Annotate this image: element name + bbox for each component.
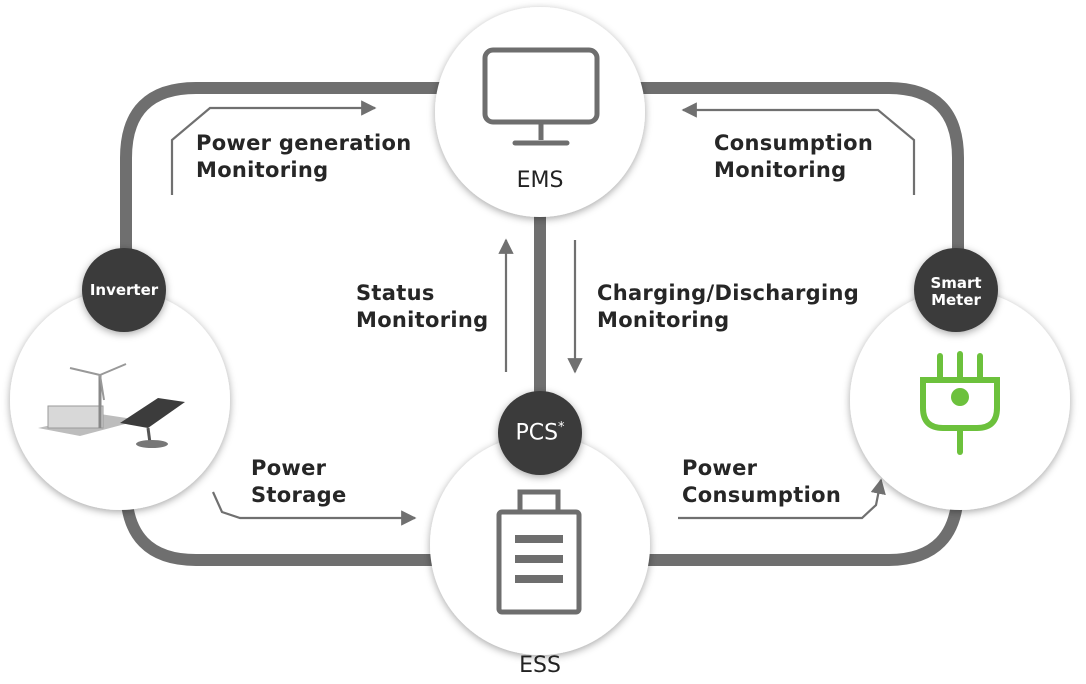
power-consumption-arrow xyxy=(678,478,886,520)
charging-discharging-line1: Charging/Discharging xyxy=(597,281,860,305)
status-monitoring-label: Status Monitoring xyxy=(356,280,488,334)
pcs-badge xyxy=(498,391,582,475)
power-consumption-label: Power Consumption xyxy=(682,455,841,509)
smart-meter-badge-label: Smart Meter xyxy=(914,275,998,309)
battery-icon xyxy=(496,489,582,615)
consumption-monitoring-line1: Consumption xyxy=(714,131,874,155)
consumption-node xyxy=(850,290,1070,510)
consumption-monitoring-arrow xyxy=(681,102,916,195)
power-storage-line2: Storage xyxy=(251,483,347,507)
pcs-text: PCS xyxy=(515,420,559,446)
inverter-badge xyxy=(82,248,166,332)
battery-bars xyxy=(515,535,563,583)
power-generation-line1: Power generation xyxy=(196,131,412,155)
status-monitoring-line1: Status xyxy=(356,281,435,305)
power-generation-arrow xyxy=(170,100,377,195)
system-loop xyxy=(120,82,964,566)
power-consumption-line1: Power xyxy=(682,456,758,480)
power-storage-line1: Power xyxy=(251,456,327,480)
charging-discharging-label: Charging/Discharging Monitoring xyxy=(597,280,859,334)
smart-meter-line1: Smart xyxy=(930,274,982,292)
status-monitoring-line2: Monitoring xyxy=(356,308,489,332)
charging-discharging-line2: Monitoring xyxy=(597,308,730,332)
monitor-icon xyxy=(482,47,600,146)
pcs-badge-label: PCS* xyxy=(498,420,582,445)
consumption-monitoring-line2: Monitoring xyxy=(714,158,847,182)
wind-solar-icon xyxy=(38,363,185,448)
ess-node xyxy=(430,435,650,655)
plug-icon xyxy=(920,351,1000,455)
smart-meter-line2: Meter xyxy=(931,291,981,309)
smart-meter-badge xyxy=(914,248,998,332)
power-consumption-line2: Consumption xyxy=(682,483,842,507)
power-storage-arrow xyxy=(211,491,417,526)
power-generation-label: Power generation Monitoring xyxy=(196,130,412,184)
power-storage-label: Power Storage xyxy=(251,455,347,509)
ems-node xyxy=(435,7,645,217)
consumption-monitoring-label: Consumption Monitoring xyxy=(714,130,873,184)
ess-label: ESS xyxy=(519,653,561,678)
pcs-mark: * xyxy=(558,420,565,435)
generation-node xyxy=(10,290,230,510)
plug-dot xyxy=(951,388,969,406)
power-generation-line2: Monitoring xyxy=(196,158,329,182)
inverter-badge-label: Inverter xyxy=(89,281,159,299)
ems-label: EMS xyxy=(516,168,564,193)
